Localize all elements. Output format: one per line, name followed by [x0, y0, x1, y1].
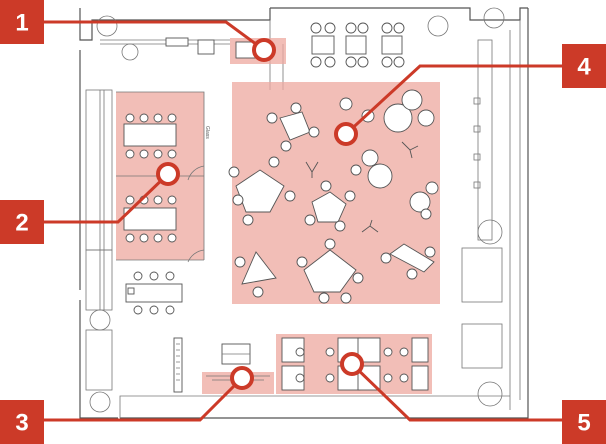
marker-3[interactable] — [230, 366, 254, 390]
leader-line-1 — [44, 20, 265, 52]
callout-number-2: 2 — [15, 210, 28, 237]
collaboration-furniture — [228, 89, 439, 304]
lounge-area — [173, 337, 270, 393]
leader-line-3 — [44, 376, 244, 422]
glass-label: Glass — [204, 126, 210, 139]
callout-number-4: 4 — [577, 54, 591, 81]
callout-badge-5[interactable]: 5 — [562, 400, 606, 444]
callout-number-1: 1 — [15, 10, 28, 37]
marker-4[interactable] — [334, 122, 358, 146]
marker-2[interactable] — [156, 162, 180, 186]
callout-badge-4[interactable]: 4 — [562, 44, 606, 88]
leader-line-5 — [350, 362, 562, 422]
marker-5[interactable] — [340, 352, 364, 376]
open-table-left — [125, 271, 183, 315]
callout-badge-1[interactable]: 1 — [0, 0, 44, 44]
leader-line-4 — [344, 64, 562, 136]
marker-1[interactable] — [252, 38, 276, 62]
callout-badge-2[interactable]: 2 — [0, 200, 44, 244]
leader-line-2 — [44, 172, 170, 224]
right-window-wall — [427, 7, 505, 407]
callout-number-3: 3 — [15, 410, 28, 437]
top-cafe-tables — [165, 22, 405, 68]
callout-number-5: 5 — [577, 410, 590, 437]
callout-badge-3[interactable]: 3 — [0, 400, 44, 444]
leader-lines — [44, 20, 562, 422]
left-window-wall — [85, 15, 139, 413]
meeting-rooms: Glass — [116, 91, 210, 263]
